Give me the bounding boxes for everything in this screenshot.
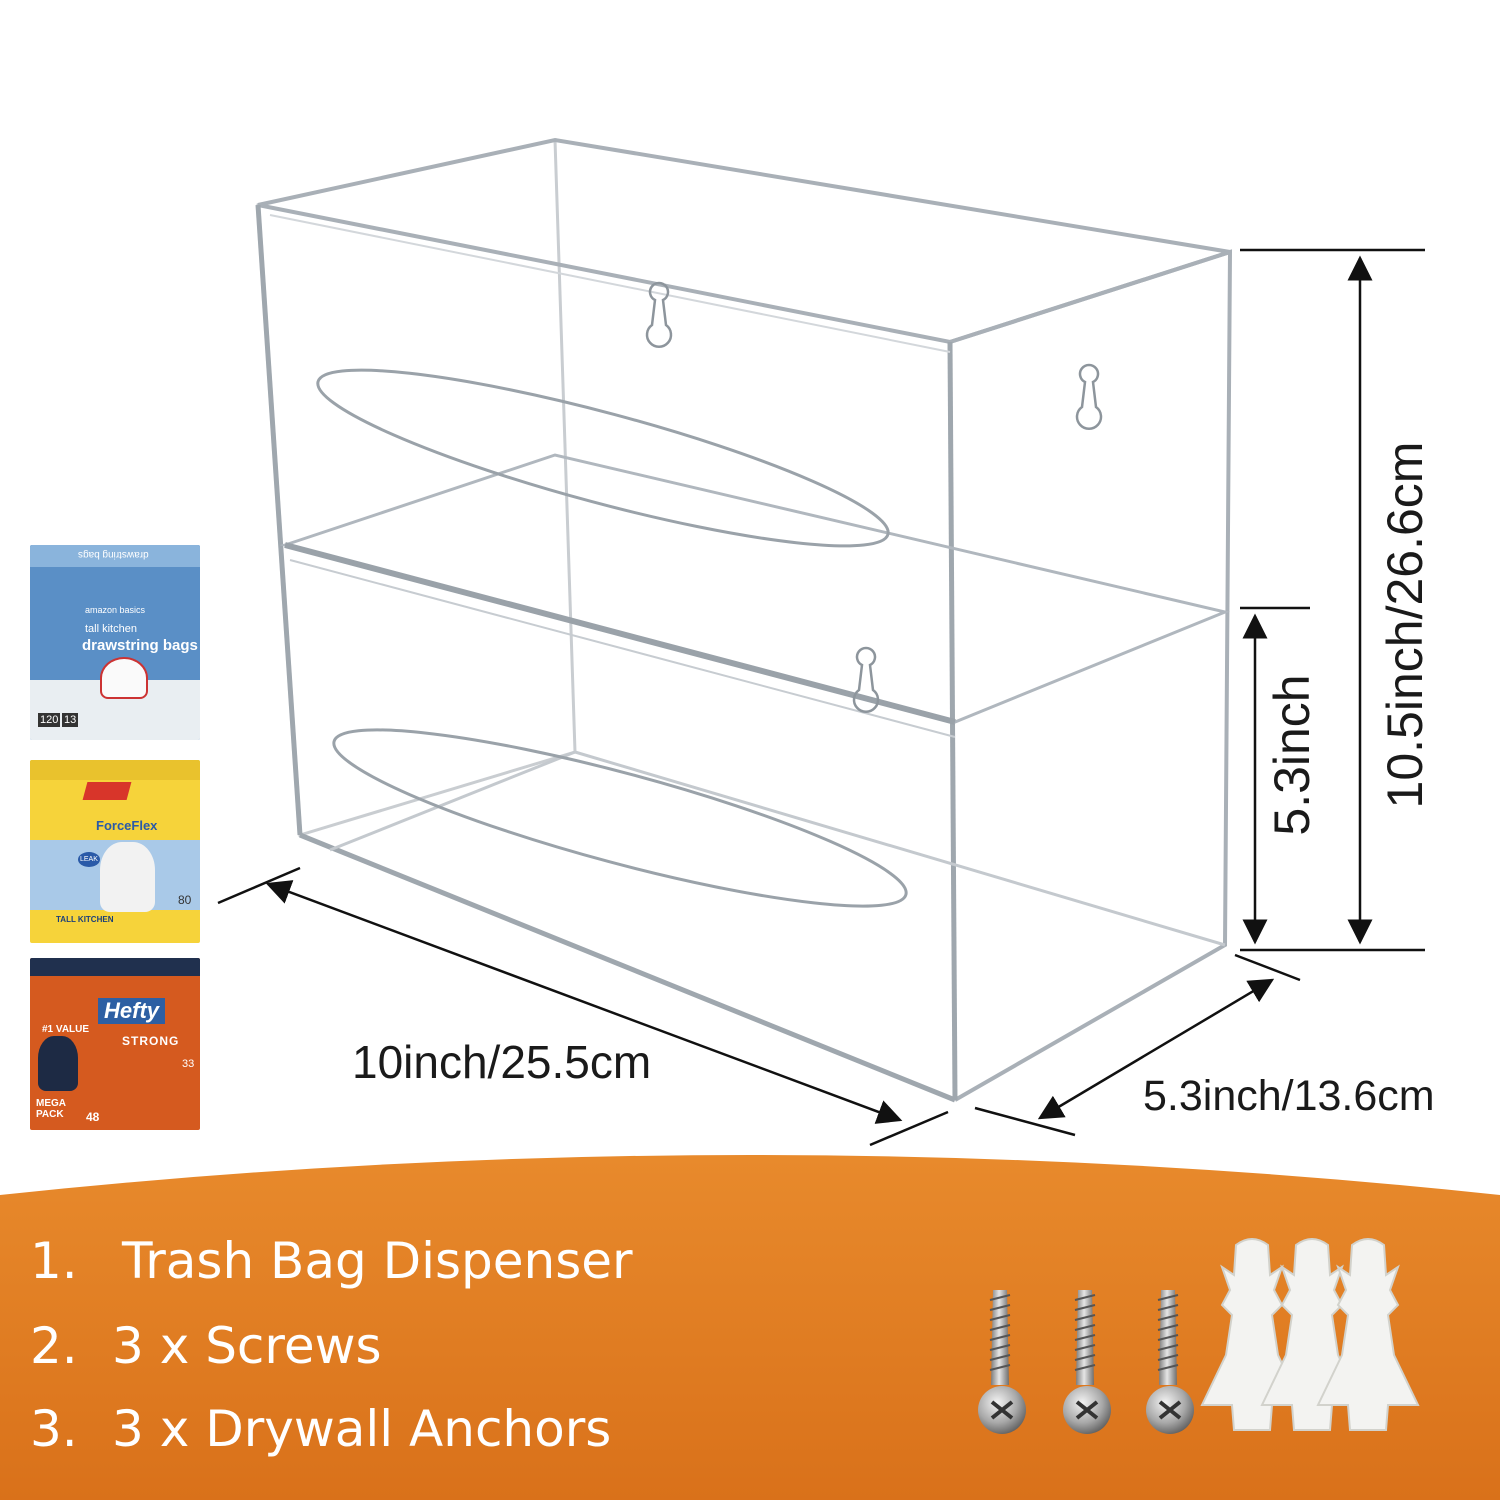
- contents-item-text: 3 x Screws: [112, 1317, 382, 1375]
- box-gallons: 13: [62, 713, 79, 727]
- box-brand: ForceFlex: [96, 818, 158, 833]
- contents-item: 1. Trash Bag Dispenser: [30, 1232, 633, 1290]
- box-line1: tall kitchen: [85, 623, 137, 635]
- dimension-lines: [217, 248, 1425, 1147]
- acrylic-dispenser: [255, 137, 1233, 1103]
- dimension-width-label: 10inch/25.5cm: [352, 1036, 652, 1088]
- contents-item-text: 3 x Drywall Anchors: [112, 1400, 612, 1458]
- dimension-shelf-label: 5.3inch: [1264, 674, 1320, 836]
- banner-background: [0, 1155, 1500, 1500]
- box-line1: TALL KITCHEN: [56, 915, 114, 924]
- contents-item-number: 1.: [30, 1232, 78, 1290]
- anchor-icon: [1316, 1238, 1420, 1431]
- bag-box-forceflex: ForceFlex LEAK 80 TALL KITCHEN: [30, 760, 200, 943]
- box-brand: amazon basics: [85, 605, 146, 615]
- box-brand: Hefty: [98, 998, 166, 1024]
- box-gallons: 33: [182, 1058, 195, 1070]
- screw-icon: [978, 1290, 1026, 1434]
- contents-item: 2. 3 x Screws: [30, 1317, 382, 1375]
- bag-box-amazon: drawstring bags amazon basics tall kitch…: [30, 545, 200, 740]
- box-line2: drawstring bags: [82, 637, 198, 654]
- contents-item-number: 3.: [30, 1400, 78, 1458]
- anchor-set: [1200, 1238, 1420, 1431]
- dimension-height-label: 10.5inch/26.6cm: [1377, 441, 1433, 809]
- screw-icon: [1063, 1290, 1111, 1434]
- bag-box-hefty: #1 VALUE Hefty STRONG 33 MEGA PACK 48: [30, 958, 200, 1130]
- box-count: 120: [38, 713, 61, 727]
- box-pack: MEGA PACK: [36, 1098, 66, 1120]
- box-line1: STRONG: [122, 1034, 180, 1048]
- box-count: 48: [86, 1110, 100, 1124]
- screw-icon: [1146, 1290, 1194, 1434]
- box-badge: LEAK: [78, 852, 100, 867]
- box-badge: #1 VALUE: [42, 1024, 90, 1035]
- box-count: 80: [178, 893, 192, 907]
- contents-item-text: Trash Bag Dispenser: [122, 1232, 633, 1290]
- contents-item: 3. 3 x Drywall Anchors: [30, 1400, 611, 1458]
- screw-set: [978, 1290, 1194, 1434]
- box-top-text: drawstring bags: [78, 549, 149, 560]
- dimension-depth-label: 5.3inch/13.6cm: [1143, 1072, 1435, 1120]
- contents-item-number: 2.: [30, 1317, 78, 1375]
